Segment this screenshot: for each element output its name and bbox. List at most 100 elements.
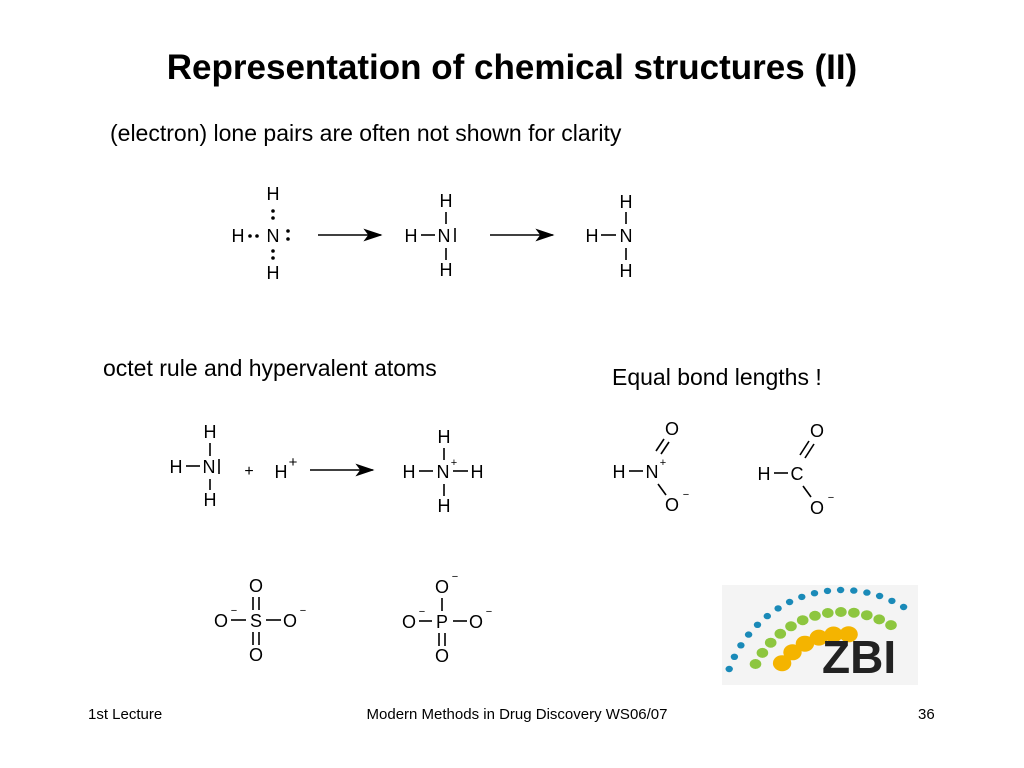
charge-minus: −	[486, 606, 492, 618]
charge-plus: +	[451, 457, 457, 469]
atom-S: S	[250, 611, 262, 631]
logo-dot	[796, 615, 809, 626]
logo-dot	[822, 608, 834, 618]
logo-dot	[763, 612, 771, 620]
atom-O: O	[435, 577, 449, 597]
atom-H: H	[758, 464, 771, 484]
nitro-group: O H N + O −	[613, 419, 690, 515]
ammonia-molecule: H H N H	[170, 422, 217, 510]
atom-C: C	[791, 464, 804, 484]
atom-H: H	[440, 260, 453, 280]
electron-dots	[248, 209, 290, 260]
logo-dot	[823, 587, 832, 595]
atom-H: H	[170, 457, 183, 477]
plus-sign: +	[244, 463, 253, 480]
logo-dot	[839, 626, 858, 643]
atom-H: H	[403, 462, 416, 482]
ammonium-ion: H H N + H H	[403, 427, 484, 516]
ammonia-with-lone-pair-bar: H H N H	[405, 191, 453, 280]
ammonia-without-lone-pair: H H N H	[586, 192, 633, 281]
footer-lecture: 1st Lecture	[88, 706, 163, 723]
logo-dot	[756, 647, 769, 658]
zbi-logo: ZBI	[722, 585, 918, 685]
slide-title: Representation of chemical structures (I…	[166, 48, 858, 87]
subtitle-equal-bond-lengths: Equal bond lengths !	[612, 364, 822, 390]
atom-H: H	[471, 462, 484, 482]
logo-dot	[888, 597, 896, 605]
atom-H: H	[438, 496, 451, 516]
logo-dot	[885, 620, 897, 631]
logo-dot	[810, 590, 819, 597]
atom-O: O	[665, 495, 679, 515]
logo-dot	[753, 621, 762, 628]
logo-dot	[785, 598, 794, 606]
logo-dot	[836, 586, 845, 594]
logo-dot	[863, 589, 871, 596]
ammonia-with-electron-dots: H H N H	[232, 184, 290, 283]
atom-O: O	[283, 611, 297, 631]
subtitle-lone-pairs: (electron) lone pairs are often not show…	[110, 120, 622, 146]
logo-dot	[809, 629, 828, 646]
charge-plus: +	[660, 457, 666, 469]
atom-N: N	[438, 226, 451, 246]
atom-H: H	[204, 490, 217, 510]
logo-dot	[725, 665, 733, 673]
logo-dot	[774, 628, 787, 639]
atom-H: H	[267, 184, 280, 204]
logo-dot	[850, 587, 858, 594]
atom-H: H	[204, 422, 217, 442]
atom-O: O	[435, 646, 449, 666]
logo-dot	[785, 621, 797, 632]
charge-minus: −	[452, 571, 458, 583]
logo-dot	[861, 610, 873, 621]
atom-O: O	[469, 612, 483, 632]
footer-page-number: 36	[918, 706, 935, 723]
logo-dot	[749, 659, 762, 669]
charge-minus: −	[683, 489, 689, 501]
atom-H: H	[232, 226, 245, 246]
atom-H: H	[275, 462, 288, 482]
sulfate-group: O O − S O − O	[214, 576, 306, 665]
logo-dot	[798, 593, 806, 601]
logo-dot	[795, 635, 815, 652]
atom-H: H	[438, 427, 451, 447]
atom-H: H	[620, 261, 633, 281]
logo-dot	[835, 607, 847, 617]
atom-N: N	[203, 457, 216, 477]
atom-H: H	[440, 191, 453, 211]
logo-dot	[774, 605, 782, 612]
logo-dot	[737, 642, 745, 649]
logo-dot	[824, 626, 843, 643]
phosphate-group: O − O − P O − O	[402, 571, 492, 666]
logo-text: ZBI	[822, 631, 896, 683]
logo-dot	[899, 603, 908, 611]
atom-O: O	[810, 421, 824, 441]
logo-dot	[764, 637, 777, 648]
charge-minus: −	[828, 492, 834, 504]
logo-dot	[873, 614, 885, 625]
atom-H: H	[620, 192, 633, 212]
atom-N: N	[620, 226, 633, 246]
atom-O: O	[249, 576, 263, 596]
atom-N: N	[646, 462, 659, 482]
logo-dot	[809, 610, 821, 621]
atom-H: H	[586, 226, 599, 246]
atom-H: H	[267, 263, 280, 283]
formate-group: O H C O −	[758, 421, 835, 518]
reaction-arrows	[310, 228, 555, 477]
charge-minus: −	[300, 605, 306, 617]
charge-plus: +	[289, 454, 298, 471]
logo-dot	[875, 592, 884, 600]
atom-O: O	[665, 419, 679, 439]
atom-O: O	[402, 612, 416, 632]
bonds	[186, 212, 815, 646]
atom-H: H	[405, 226, 418, 246]
logo-dot	[744, 631, 753, 638]
logo-dot	[772, 655, 792, 672]
atom-O: O	[810, 498, 824, 518]
logo-dot	[730, 653, 739, 660]
footer-course-title: Modern Methods in Drug Discovery WS06/07	[366, 706, 668, 723]
charge-minus: −	[231, 605, 237, 617]
subtitle-octet-rule: octet rule and hypervalent atoms	[103, 355, 437, 381]
